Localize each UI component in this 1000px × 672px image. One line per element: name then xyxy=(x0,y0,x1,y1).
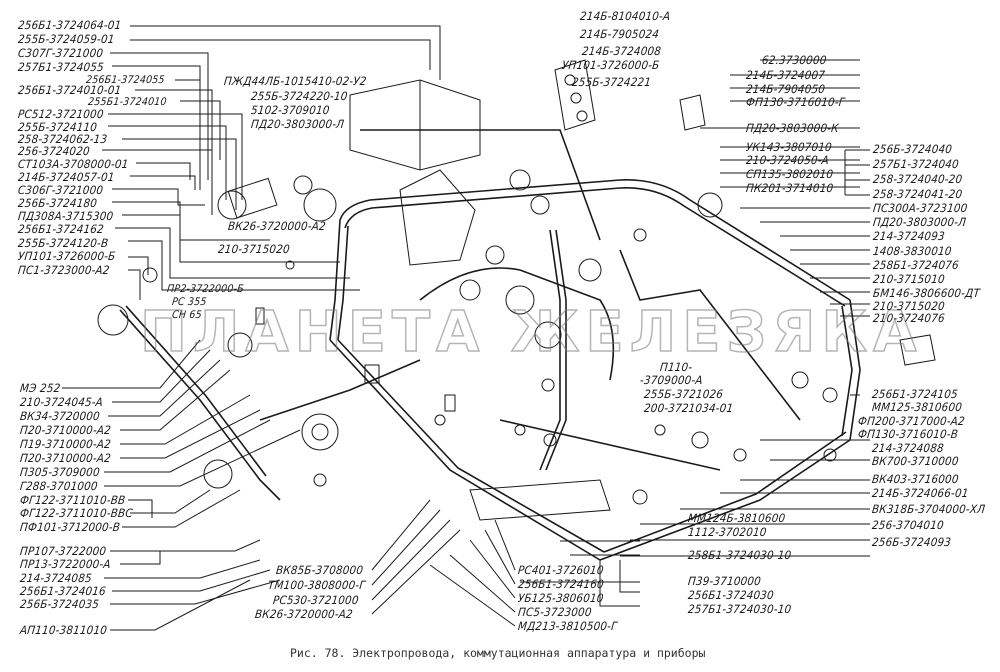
part-label: ФП130-3716010-В xyxy=(857,427,959,441)
part-label: ПК201-3714010 xyxy=(745,181,835,195)
leader-lines-left-bottom xyxy=(62,339,301,631)
part-label: 214Б-3724008 xyxy=(581,44,662,58)
part-label: 210-3724050-А xyxy=(745,153,830,167)
part-label: АП110-3811010 xyxy=(19,623,108,637)
part-label: ПС300А-3723100 xyxy=(872,201,969,215)
part-label: П305-3709000 xyxy=(19,465,101,479)
part-label: 1408-3830010 xyxy=(872,244,953,258)
part-label: УБ125-3806010 xyxy=(517,591,605,605)
part-label: 256Б1-3724162 xyxy=(17,222,105,236)
part-label: УП101-3726000-Б xyxy=(561,58,661,72)
part-label: ВК318Б-3704000-ХЛ xyxy=(871,502,986,516)
part-label: СП135-3802010 xyxy=(745,167,834,181)
part-label: 257Б1-3724040 xyxy=(872,157,960,171)
horn xyxy=(227,332,253,358)
part-label: 214Б-3724007 xyxy=(745,68,826,82)
part-label: МД213-3810500-Г xyxy=(517,619,618,633)
part-label: П20-3710000-А2 xyxy=(19,423,112,437)
part-label: -3709000-А xyxy=(639,373,704,387)
part-label: 255Б-3724220-10 xyxy=(250,89,349,103)
part-label: ВК403-3716000 xyxy=(871,472,960,486)
part-label: 258-3724041-20 xyxy=(872,187,964,201)
part-label: 214Б-8104010-А xyxy=(579,9,672,23)
part-label: 5102-3709010 xyxy=(250,103,331,117)
fuel-filter xyxy=(509,169,531,191)
part-label: ПР13-3722000-А xyxy=(19,557,112,571)
part-label: 214-3724093 xyxy=(872,229,946,243)
part-label: П20-3710000-А2 xyxy=(19,451,112,465)
part-label: ПР2-3722000-Б xyxy=(166,283,245,295)
battery-tray xyxy=(469,479,611,521)
part-label: ВК26-3720000-А2 xyxy=(227,219,327,233)
part-label: 210-3724076 xyxy=(872,311,946,325)
part-label: 256Б-3724040 xyxy=(872,142,953,156)
part-label: ФП130-3716010-Г xyxy=(745,95,846,109)
leader-lines-bottom xyxy=(371,499,640,627)
part-label: 256Б1-3724030 xyxy=(687,588,775,602)
instrument-panel xyxy=(399,169,476,266)
part-label: 210-3724045-А xyxy=(19,395,104,409)
part-label: РС 355 xyxy=(171,296,208,308)
part-label: ММ124Б-3810600 xyxy=(687,511,787,525)
part-label: ПД20-3803000-Л xyxy=(250,117,345,131)
part-label: РС401-3726010 xyxy=(517,563,605,577)
starter-motor xyxy=(217,190,247,220)
part-label: ПС5-3723000 xyxy=(517,605,593,619)
part-label: ВК700-3710000 xyxy=(871,454,960,468)
part-label: ПЖД44ЛБ-1015410-02-У2 xyxy=(223,74,368,88)
part-label: СН 65 xyxy=(171,309,203,321)
part-label: ПД20-3803000-Л xyxy=(872,215,967,229)
part-label: ВК26-3720000-А2 xyxy=(254,607,354,621)
part-label: 258Б1-3724076 xyxy=(872,258,960,272)
part-label: 1112-3702010 xyxy=(687,525,768,539)
part-label: 255Б-3724059-01 xyxy=(17,32,116,46)
part-label: С307Г-3721000 xyxy=(17,46,104,60)
headlamp-right xyxy=(679,94,706,131)
part-label: РС530-3721000 xyxy=(272,593,360,607)
part-label: Г288-3701000 xyxy=(19,479,99,493)
components xyxy=(97,59,936,521)
part-label: МЭ 252 xyxy=(19,381,62,395)
part-label: 257Б1-3724055 xyxy=(17,60,105,74)
part-label: 255Б-3721026 xyxy=(643,387,724,401)
part-label: 258Б1-3724030-10 xyxy=(687,548,793,562)
part-label: ВК85Б-3708000 xyxy=(275,563,364,577)
part-label: ПФ101-3712000-В xyxy=(19,520,121,534)
generator xyxy=(303,188,337,222)
part-label: 256Б1-3724160 xyxy=(517,577,605,591)
part-label: 257Б1-3724030-10 xyxy=(687,602,793,616)
leader-lines-right xyxy=(620,59,870,557)
leader-lines-left-top xyxy=(102,25,441,300)
part-label: 214Б-7905024 xyxy=(579,27,660,41)
part-label: 256Б-3724035 xyxy=(19,597,100,611)
part-label: ТМ100-3808000-Г xyxy=(267,578,367,592)
figure-caption: Рис. 78. Электропровода, коммутационная … xyxy=(290,646,706,660)
part-label: 255Б-3724221 xyxy=(571,75,652,89)
part-label: 258-3724040-20 xyxy=(872,172,964,186)
part-label: П39-3710000 xyxy=(687,574,762,588)
part-label: 210-3715020 xyxy=(217,242,291,256)
part-label: ВК34-3720000 xyxy=(19,409,101,423)
heater-box xyxy=(349,79,481,171)
part-label: П19-3710000-А2 xyxy=(19,437,112,451)
fuse-block xyxy=(554,59,596,131)
part-label: ПД20-3803000-К xyxy=(745,121,840,135)
part-label: 62.3730000 xyxy=(761,53,828,67)
alternator xyxy=(301,413,339,451)
part-label: ПС1-3723000-А2 xyxy=(17,263,111,277)
part-label: 210-3715010 xyxy=(872,272,946,286)
part-label: 256Б-3724093 xyxy=(871,535,952,549)
part-label: ФГ122-3711010-ВВС xyxy=(19,506,134,520)
part-label: ММ125-3810600 xyxy=(871,400,963,414)
head-lamp-left xyxy=(97,304,129,336)
part-label: 214Б-3724066-01 xyxy=(871,486,970,500)
part-label: 256-3704010 xyxy=(871,518,945,532)
tail-lamp-left xyxy=(203,459,233,489)
part-label: УП101-3726000-Б xyxy=(17,249,117,263)
part-label: 200-3721034-01 xyxy=(643,401,735,415)
part-label: 256Б1-3724064-01 xyxy=(17,18,123,32)
